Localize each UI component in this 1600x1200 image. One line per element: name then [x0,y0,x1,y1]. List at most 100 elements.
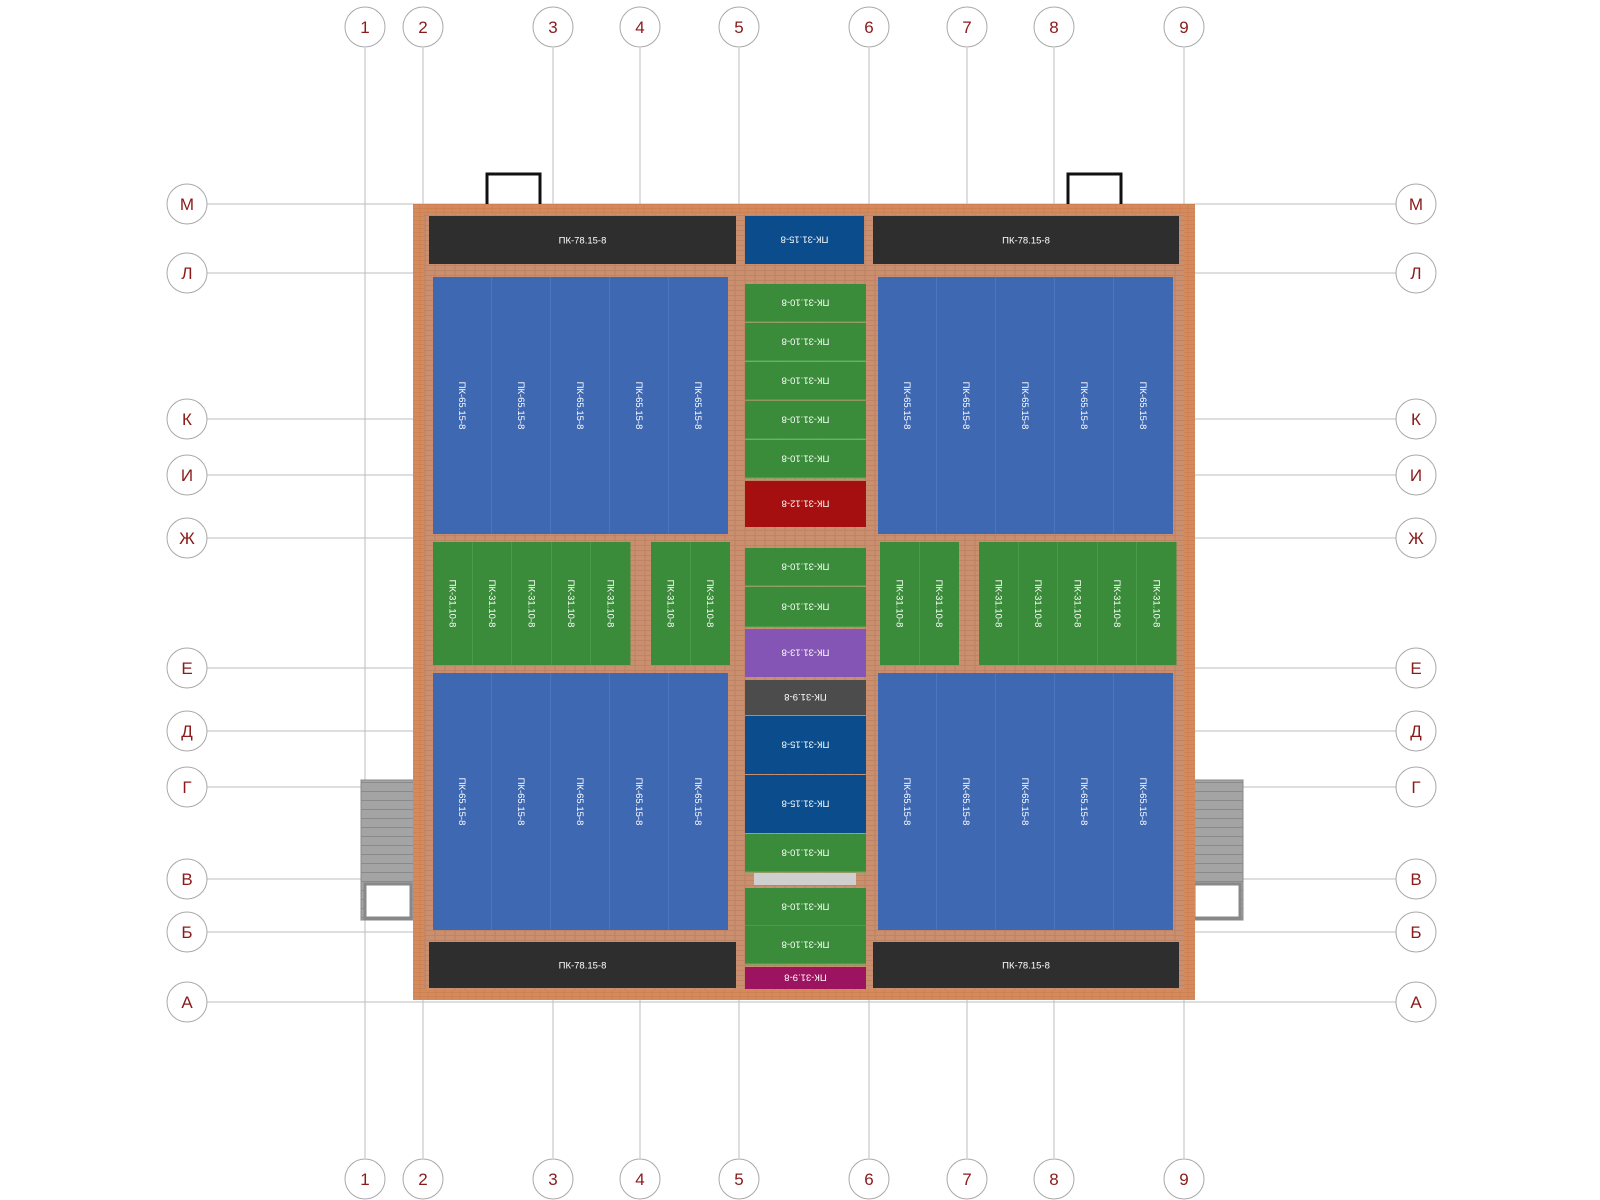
slab-label: ПК-65.15-8 [515,382,526,430]
col-axis-label: 2 [418,1170,427,1189]
slab-group-top-right-strip-1: ПК-65.15-8 [878,277,938,534]
slab-group-top-right-strip-3: ПК-65.15-8 [996,277,1056,534]
slab-group-mid-right-a-strip-1: ПК-31.10-8 [880,542,920,665]
col-axis-bubble-6-top: 6 [848,6,890,48]
col-axis-label: 1 [360,18,369,37]
slab-label: ПК-31.9-8 [784,972,826,983]
slab-group-mid-right-a-strip-2: ПК-31.10-8 [919,542,959,665]
slab-label: ПК-31.10-8 [992,580,1003,628]
center-slab-2: ПК-31.10-8 [745,323,866,362]
slab-label: ПК-31.10-8 [893,580,904,628]
row-axis-label: Б [1410,923,1421,942]
col-axis-label: 1 [360,1170,369,1189]
slab-label: ПК-65.15-8 [960,382,971,430]
row-axis-label: К [182,410,192,429]
row-axis-label: М [180,195,194,214]
row-axis-label: К [1411,410,1421,429]
slab-label: ПК-31.10-8 [782,561,830,572]
slab-group-mid-right-b-strip-2: ПК-31.10-8 [1018,542,1059,665]
col-axis-label: 6 [864,1170,873,1189]
slab-top-left: ПК-78.15-8 [429,216,736,264]
row-axis-bubble-right: Г [1395,766,1437,808]
slab-group-top-left-strip-2: ПК-65.15-8 [492,277,552,534]
col-axis-bubble-5-bottom: 5 [718,1158,760,1200]
slab-label: ПК-31.9-8 [784,691,826,702]
slab-group-bottom-right-strip-4: ПК-65.15-8 [1055,673,1115,930]
slab-label: ПК-65.15-8 [1019,778,1030,826]
slab-label: ПК-31.13-8 [782,647,830,658]
slab-group-bottom-left-strip-5: ПК-65.15-8 [669,673,728,930]
slab-label: ПК-65.15-8 [1019,382,1030,430]
center-slab-4: ПК-31.10-8 [745,401,866,440]
slab-label: ПК-31.12-8 [782,498,830,509]
col-axis-bubble-2-top: 2 [402,6,444,48]
slab-label: ПК-31.10-8 [782,297,830,308]
slab-bottom-left: ПК-78.15-8 [429,942,736,988]
col-axis-label: 8 [1049,1170,1058,1189]
row-axis-bubble-left: А [166,981,208,1023]
row-axis-label: Е [1410,659,1421,678]
col-axis-label: 3 [548,1170,557,1189]
slab-group-mid-left-a-strip-1: ПК-31.10-8 [433,542,473,665]
center-slab-7: ПК-31.10-8 [745,548,866,587]
slab-label: ПК-31.10-8 [782,847,830,858]
row-axis-label: Ж [179,529,195,548]
center-slab-9: ПК-31.13-8 [745,629,866,677]
row-axis-label: А [181,993,193,1012]
row-axis-label: И [1410,466,1422,485]
slab-label: ПК-31.10-8 [782,939,830,950]
slab-group-mid-left-a-strip-5: ПК-31.10-8 [591,542,631,665]
center-slab-10: ПК-31.9-8 [745,680,866,715]
row-axis-label: М [1409,195,1423,214]
slab-label: ПК-31.10-8 [782,601,830,612]
slab-label: ПК-31.10-8 [1071,580,1082,628]
col-axis-label: 8 [1049,18,1058,37]
center-gap-strip [754,873,856,885]
slab-group-mid-right-b-strip-1: ПК-31.10-8 [979,542,1019,665]
slab-group-top-left-strip-4: ПК-65.15-8 [610,277,670,534]
col-axis-bubble-4-top: 4 [619,6,661,48]
row-axis-bubble-right: Б [1395,911,1437,953]
col-axis-label: 7 [962,18,971,37]
slab-group-mid-right-b-strip-5: ПК-31.10-8 [1137,542,1177,665]
col-axis-bubble-2-bottom: 2 [402,1158,444,1200]
col-axis-bubble-7-bottom: 7 [946,1158,988,1200]
col-axis-label: 9 [1179,1170,1188,1189]
slab-group-bottom-left-strip-3: ПК-65.15-8 [551,673,611,930]
center-slab-8: ПК-31.10-8 [745,587,866,628]
row-axis-bubble-left: Л [166,252,208,294]
slab-group-bottom-left-strip-2: ПК-65.15-8 [492,673,552,930]
row-axis-label: А [1410,993,1422,1012]
slab-label: ПК-31.10-8 [664,580,675,628]
right-stair-landing [1192,882,1242,920]
row-axis-label: В [181,870,192,889]
slab-bottom-right: ПК-78.15-8 [873,942,1179,988]
slab-group-bottom-right-strip-1: ПК-65.15-8 [878,673,938,930]
slab-label: ПК-65.15-8 [692,382,703,430]
slab-group-mid-left-b-strip-2: ПК-31.10-8 [690,542,730,665]
slab-label: ПК-65.15-8 [515,778,526,826]
slab-label: ПК-31.10-8 [782,414,830,425]
slab-label: ПК-65.15-8 [1137,382,1148,430]
slab-group-bottom-left-strip-1: ПК-65.15-8 [433,673,493,930]
center-slab-16: ПК-31.9-8 [745,967,866,989]
slab-label: ПК-65.15-8 [456,778,467,826]
col-axis-label: 9 [1179,18,1188,37]
slab-group-mid-left-b-strip-1: ПК-31.10-8 [651,542,691,665]
center-slab-6: ПК-31.12-8 [745,481,866,527]
slab-group-top-right-strip-2: ПК-65.15-8 [937,277,997,534]
col-axis-bubble-4-bottom: 4 [619,1158,661,1200]
center-slab-3: ПК-31.10-8 [745,362,866,401]
col-axis-bubble-6-bottom: 6 [848,1158,890,1200]
col-axis-label: 7 [962,1170,971,1189]
col-axis-bubble-5-top: 5 [718,6,760,48]
slab-label: ПК-65.15-8 [633,778,644,826]
slab-label: ПК-78.15-8 [559,961,607,972]
row-axis-bubble-left: В [166,858,208,900]
row-axis-bubble-right: А [1395,981,1437,1023]
slab-group-mid-left-a-strip-4: ПК-31.10-8 [551,542,592,665]
col-axis-bubble-8-top: 8 [1033,6,1075,48]
